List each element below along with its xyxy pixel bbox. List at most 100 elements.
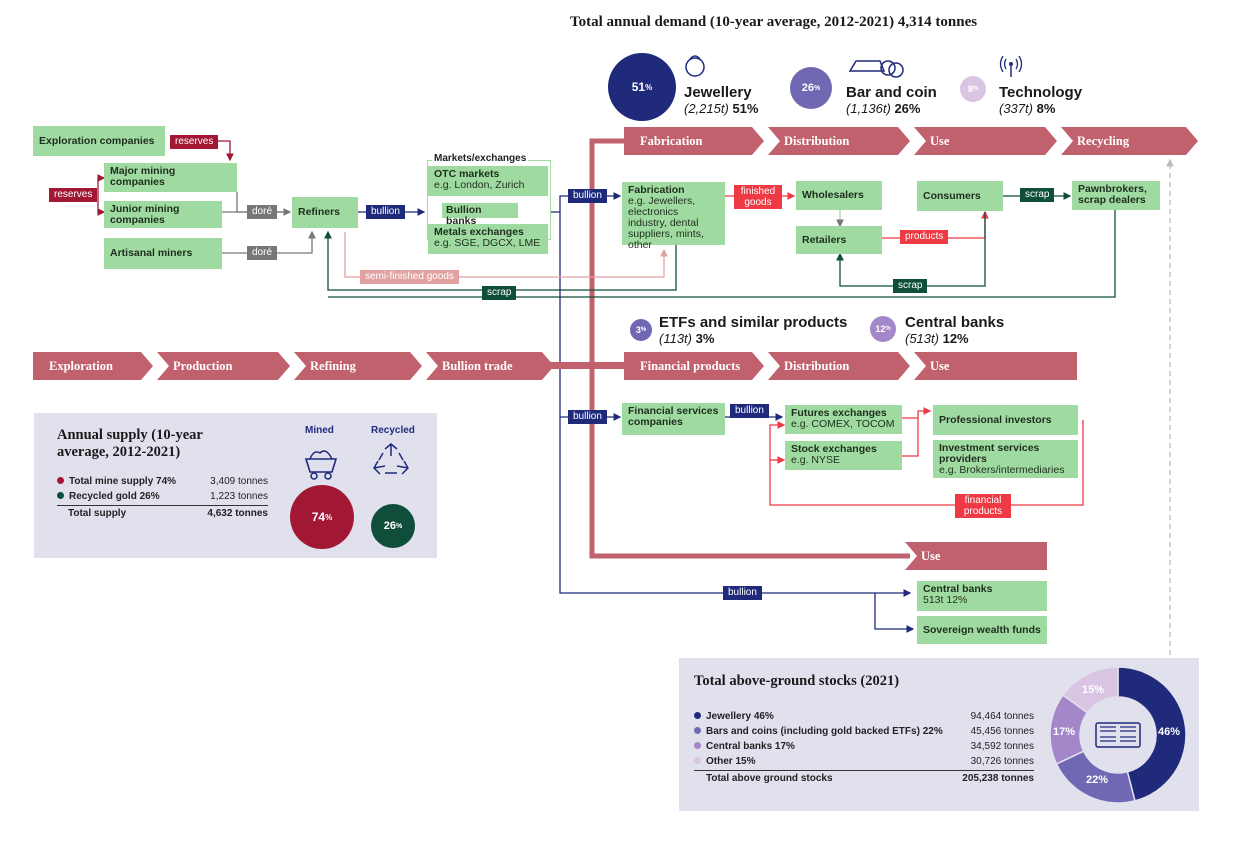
reserves-tag-left: reserves xyxy=(49,188,98,202)
donut-label-other: 15% xyxy=(1082,684,1104,696)
mined-pct: 74 xyxy=(311,510,326,524)
etfs-circle: 3% xyxy=(630,319,652,341)
barcoin-value: (1,136t) 26% xyxy=(846,101,920,116)
bullion-tag-fabrication: bullion xyxy=(568,189,607,203)
metals-exchanges-sub: e.g. SGE, DGCX, LME xyxy=(434,237,541,249)
central-banks-tonnes: (513t) xyxy=(905,331,939,346)
banner-bullion-trade: Bullion trade xyxy=(426,352,554,380)
technology-circle: 8% xyxy=(960,76,986,102)
antenna-icon xyxy=(999,55,1023,77)
mine-dot xyxy=(57,477,64,484)
stocks-total-label: Total above ground stocks xyxy=(706,773,833,784)
products-tag: products xyxy=(900,230,949,244)
annual-supply-panel xyxy=(34,413,437,558)
bullion-tag-central: bullion xyxy=(723,586,762,600)
donut-segment-jewellery xyxy=(1117,666,1187,802)
stocks-row-bars: Bars and coins (including gold backed ET… xyxy=(694,726,1034,737)
supply-total-rule xyxy=(57,505,268,506)
stocks-central-label: Central banks 17% xyxy=(706,741,795,752)
financial-products-tag: financial products xyxy=(955,494,1011,518)
central-banks-value: (513t) 12% xyxy=(905,331,969,346)
jewellery-name: Jewellery xyxy=(684,84,752,101)
futures-exchanges-sub: e.g. COMEX, TOCOM xyxy=(791,418,895,430)
stocks-row-jewellery: Jewellery 46% 94,464 tonnes xyxy=(694,711,1034,722)
jewellery-pct: 51 xyxy=(631,80,646,94)
recycled-dot xyxy=(57,492,64,499)
mined-circle: 74% xyxy=(290,485,354,549)
mine-value: 3,409 tonnes xyxy=(210,476,268,487)
stocks-row-central: Central banks 17% 34,592 tonnes xyxy=(694,741,1034,752)
technology-pct: 8 xyxy=(967,84,973,94)
banner-recycling: Recycling xyxy=(1061,127,1198,155)
barcoin-tonnes: (1,136t) xyxy=(846,101,891,116)
central-banks-box-sub: 513t 12% xyxy=(923,594,968,606)
donut-label-central: 17% xyxy=(1053,726,1075,738)
financial-services-box: Financial services companies xyxy=(622,403,725,435)
technology-value: (337t) 8% xyxy=(999,101,1055,116)
supply-total-label: Total supply xyxy=(68,508,127,519)
stocks-central-value: 34,592 tonnes xyxy=(970,741,1034,752)
gold-bars-icon xyxy=(1095,722,1141,748)
bullion-tag-refiners: bullion xyxy=(366,205,405,219)
recycled-label-top: Recycled xyxy=(371,425,415,436)
central-banks-name: Central banks xyxy=(905,314,1005,331)
central-banks-pct: 12 xyxy=(875,324,886,334)
demand-title: Total annual demand (10-year average, 20… xyxy=(570,14,978,30)
jewellery-share: 51% xyxy=(732,101,759,116)
stocks-title: Total above-ground stocks (2021) xyxy=(694,673,900,689)
pawnbrokers-box: Pawnbrokers, scrap dealers xyxy=(1072,181,1160,210)
donut-label-jewellery: 46% xyxy=(1158,726,1180,738)
banner-financial-products: Financial products xyxy=(624,352,764,380)
semi-finished-goods-tag: semi-finished goods xyxy=(360,270,459,284)
jewellery-pct-sign: % xyxy=(645,82,653,92)
stock-exchanges-sub: e.g. NYSE xyxy=(791,454,841,466)
stocks-row-total: Total above ground stocks 205,238 tonnes xyxy=(694,773,1034,784)
consumers-box: Consumers xyxy=(917,181,1003,211)
recycled-circle: 26% xyxy=(371,504,415,548)
exploration-companies-box: Exploration companies xyxy=(33,126,165,156)
central-banks-box-title: Central banks xyxy=(923,583,993,595)
wholesalers-box: Wholesalers xyxy=(796,181,882,210)
etfs-pct: 3 xyxy=(635,325,641,335)
technology-name: Technology xyxy=(999,84,1083,101)
banner-distribution-mid: Distribution xyxy=(768,352,910,380)
recycled-label: Recycled gold 26% xyxy=(69,491,160,502)
refiners-box: Refiners xyxy=(292,197,358,228)
dore-tag-1: doré xyxy=(247,205,278,219)
barcoin-share: 26% xyxy=(894,101,921,116)
donut-segments xyxy=(1049,666,1187,804)
barcoin-pct: 26 xyxy=(801,82,814,94)
stocks-total-rule xyxy=(694,770,1034,771)
banner-use-bottom: Use xyxy=(905,542,1047,570)
scrap-tag-retailers: scrap xyxy=(893,279,928,293)
etfs-value: (113t) 3% xyxy=(659,331,714,346)
stocks-jewellery-label: Jewellery 46% xyxy=(706,711,774,722)
central-banks-circle: 12% xyxy=(870,316,896,342)
futures-exchanges-title: Futures exchanges xyxy=(791,407,887,419)
stocks-jewellery-value: 94,464 tonnes xyxy=(970,711,1034,722)
mine-cart-icon xyxy=(304,450,338,480)
stocks-jewellery-dot xyxy=(694,712,701,719)
stocks-donut: 46% 22% 17% 15% xyxy=(1049,666,1187,804)
fabrication-sub: e.g. Jewellers, electronics industry, de… xyxy=(628,195,704,251)
stocks-bars-dot xyxy=(694,727,701,734)
barcoin-pct-sign: % xyxy=(814,84,821,92)
stock-exchanges-title: Stock exchanges xyxy=(791,443,877,455)
mined-label: Mined xyxy=(305,425,334,436)
stocks-other-label: Other 15% xyxy=(706,756,756,767)
mined-pct-sign: % xyxy=(325,512,333,522)
central-banks-pct-sign: % xyxy=(885,326,891,332)
professional-investors-box: Professional investors xyxy=(933,405,1078,435)
major-mining-box: Major mining companies xyxy=(104,163,237,192)
technology-pct-sign: % xyxy=(972,86,979,92)
investment-services-sub: e.g. Brokers/intermediaries xyxy=(939,464,1065,476)
banner-fabrication: Fabrication xyxy=(624,127,764,155)
banner-distribution-top: Distribution xyxy=(768,127,910,155)
banner-use-top: Use xyxy=(914,127,1057,155)
etfs-pct-sign: % xyxy=(640,327,647,333)
